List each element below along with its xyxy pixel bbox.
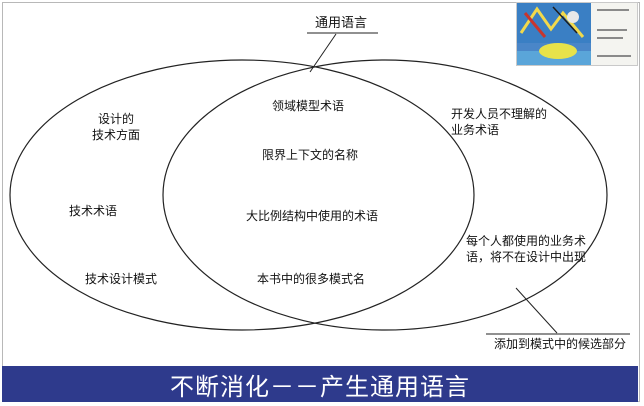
book-cover-art <box>517 3 591 43</box>
label-book-pattern-names: 本书中的很多模式名 <box>257 272 366 286</box>
label-domain-model-terms: 领域模型术语 <box>272 99 345 113</box>
label-large-scale-structure-terms: 大比例结构中使用的术语 <box>246 209 379 223</box>
label-technical-design-patterns: 技术设计模式 <box>85 272 158 286</box>
book-cover-side <box>591 3 637 65</box>
label-technical-terms: 技术术语 <box>69 204 118 218</box>
slide-title: 不断消化－－产生通用语言 <box>170 372 470 401</box>
top-label-pointer <box>309 33 337 73</box>
book-cover-image <box>516 2 638 66</box>
bottom-callout-pointer <box>515 287 558 334</box>
label-business-terms-everyone-uses: 每个人都使用的业务术 语，将不在设计中出现 <box>466 234 587 264</box>
label-bounded-context-names: 限界上下文的名称 <box>262 148 359 162</box>
label-design-technical-aspects: 设计的 技术方面 <box>91 112 140 142</box>
left-ellipse <box>9 59 475 331</box>
right-ellipse <box>162 59 608 331</box>
book-cover-badge <box>539 43 577 59</box>
top-label-ubiquitous-language: 通用语言 <box>315 16 368 31</box>
label-candidate-additions: 添加到模式中的候选部分 <box>494 337 627 351</box>
slide-title-bar: 不断消化－－产生通用语言 <box>2 366 638 402</box>
label-business-terms-not-understood: 开发人员不理解的 业务术语 <box>451 107 548 137</box>
